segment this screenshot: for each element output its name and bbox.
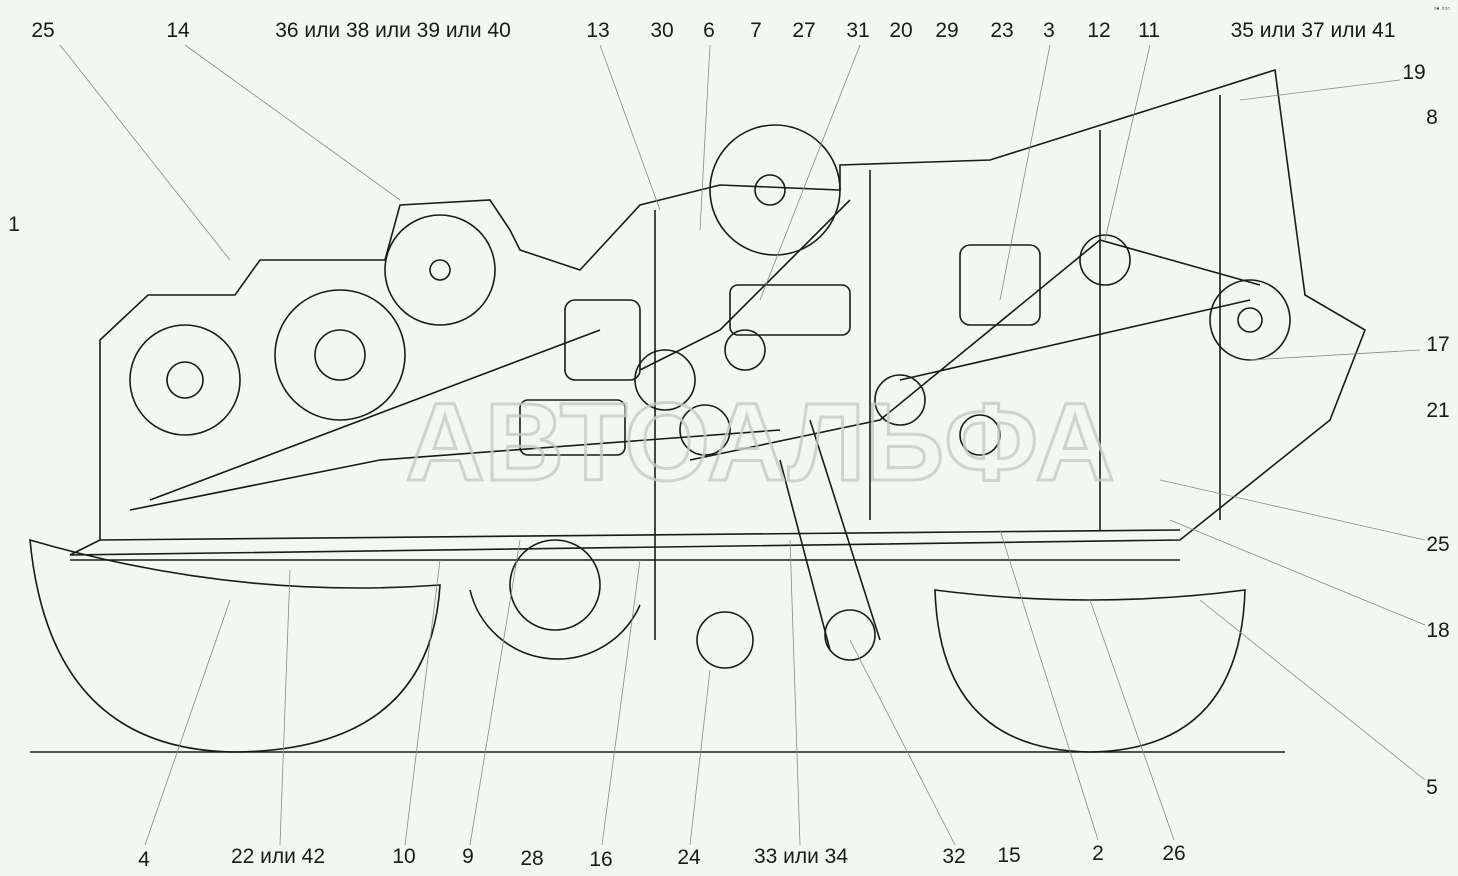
callout-label: 3 (1043, 19, 1055, 42)
callout-label: 14 (166, 19, 190, 42)
callout-label: 13 (586, 19, 610, 42)
callout-label: 19 (1402, 61, 1426, 84)
callout-label: 31 (846, 19, 870, 42)
pulley (384, 214, 496, 326)
pulley (1079, 234, 1131, 286)
middle-wheel-hub (509, 539, 601, 631)
pulley (1209, 279, 1291, 361)
callout-label: 27 (792, 19, 816, 42)
pulley (274, 289, 406, 421)
pulley (724, 329, 766, 371)
callout-label: 10 (392, 845, 416, 868)
callout-label: 24 (677, 846, 701, 869)
callout-label: 36 или 38 или 39 или 40 (275, 19, 511, 42)
callout-label: 33 или 34 (753, 845, 849, 868)
pulley (679, 404, 731, 456)
pulley (129, 324, 241, 436)
callout-label: 5 (1426, 776, 1438, 799)
callout-label: 15 (997, 844, 1021, 867)
callout-label: 18 (1426, 619, 1450, 642)
callout-label: 4 (138, 848, 150, 871)
body-outline (69, 68, 1366, 556)
middle-wheel (469, 589, 641, 660)
callout-label: 30 (650, 19, 674, 42)
pulley (696, 611, 754, 669)
callout-label: 7 (750, 19, 762, 42)
callout-label: 28 (520, 847, 544, 870)
callout-label: 9 (462, 845, 474, 868)
callout-label: 23 (990, 19, 1014, 42)
callout-label: 2 (1092, 842, 1104, 865)
callout-label: 32 (942, 845, 966, 868)
callout-label: 25 (1426, 533, 1450, 556)
callout-label: 17 (1426, 333, 1450, 356)
right-wheel (934, 589, 1246, 753)
callout-label: 1 (8, 213, 20, 236)
callout-label: 20 (889, 19, 913, 42)
callout-label: 29 (935, 19, 959, 42)
callout-label: 11 (1138, 19, 1160, 42)
pulley (959, 414, 1001, 456)
callout-label: 12 (1087, 19, 1111, 42)
pulley (824, 609, 876, 661)
callout-label: 26 (1162, 842, 1186, 865)
callout-label: 35 или 37 или 41 (1230, 19, 1396, 42)
callout-label: 21 (1426, 399, 1450, 422)
pulley (634, 349, 696, 411)
fan-pulley (709, 124, 841, 256)
callout-label: 16 (589, 848, 613, 871)
callout-label: 8 (1426, 106, 1438, 129)
corner-mark: ▫▪ ▫▫▫ (1433, 4, 1450, 13)
left-wheel (29, 538, 441, 753)
callout-label: 22 или 42 (230, 845, 326, 868)
watermark: АВТОАЛЬФА (405, 381, 1115, 504)
pulley (874, 374, 926, 426)
callout-label: 25 (31, 19, 55, 42)
callout-label: 6 (703, 19, 715, 42)
